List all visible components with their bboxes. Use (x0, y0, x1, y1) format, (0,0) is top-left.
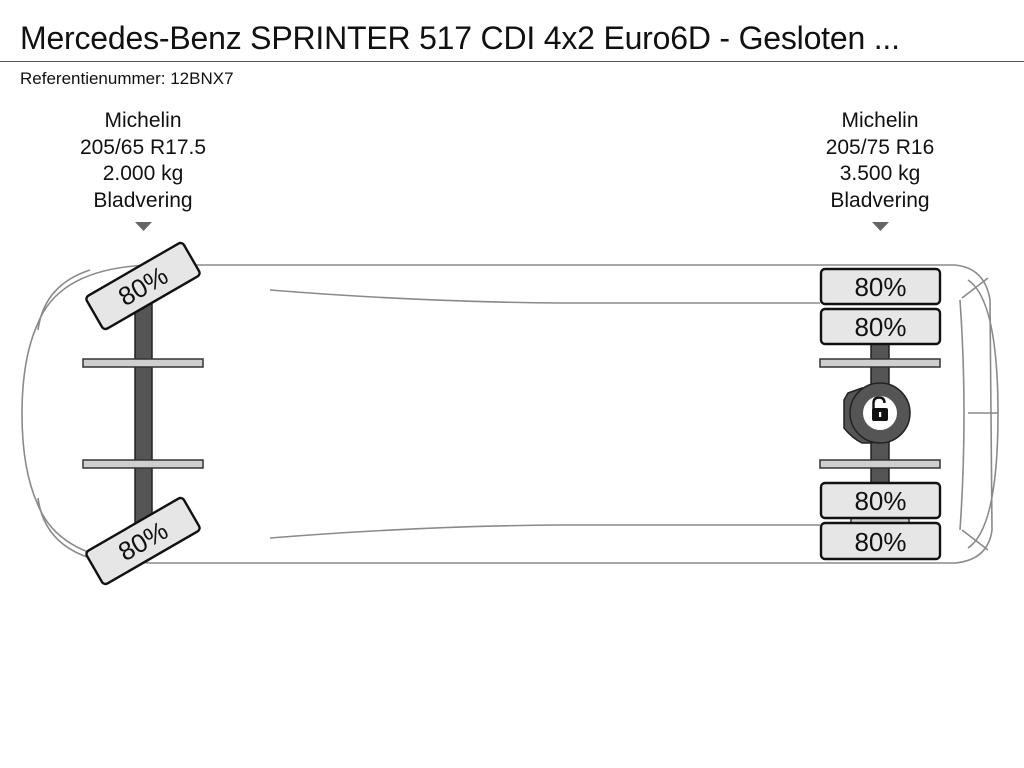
van-body-outline (21, 264, 999, 564)
rear-left-inner-tire-tread: 80% (854, 312, 906, 342)
front-leaf-spring-right (82, 459, 204, 469)
unlocked-padlock-icon (863, 396, 897, 430)
rear-leaf-spring-right (819, 459, 941, 469)
rear-right-outer-tire: 80% (819, 521, 942, 561)
rear-left-outer-tire: 80% (819, 267, 942, 306)
rear-left-outer-tire-tread: 80% (854, 272, 906, 302)
front-right-tire: 80% (85, 496, 201, 586)
rear-leaf-spring-left (819, 358, 941, 368)
title-divider (0, 61, 1024, 62)
rear-axle-marker-icon (872, 222, 889, 231)
front-axle-suspension: Bladvering (93, 188, 193, 212)
front-axle-marker-icon (135, 222, 152, 231)
front-axle-brand: Michelin (104, 109, 182, 132)
front-axle-tire-size: 205/65 R17.5 (79, 135, 207, 159)
rear-axle-load: 3.500 kg (839, 162, 921, 185)
rear-axle-info: Michelin 205/75 R16 3.500 kg Bladvering (790, 108, 970, 214)
rear-right-outer-tire-tread: 80% (854, 527, 906, 557)
rear-axle-suspension: Bladvering (830, 188, 930, 212)
front-leaf-spring-left (82, 358, 204, 368)
front-axle-shaft (134, 289, 153, 546)
rear-left-inner-tire: 80% (819, 307, 942, 346)
front-axle (82, 289, 204, 546)
page-title: Mercedes-Benz SPRINTER 517 CDI 4x2 Euro6… (20, 20, 900, 56)
rear-axle-brand: Michelin (841, 109, 919, 132)
front-axle-info: Michelin 205/65 R17.5 2.000 kg Bladverin… (53, 108, 233, 214)
front-axle-load: 2.000 kg (102, 162, 184, 185)
reference-number: Referentienummer: 12BNX7 (20, 69, 234, 88)
rear-right-inner-tire-tread: 80% (854, 486, 906, 516)
rear-right-inner-tire: 80% (819, 481, 942, 520)
rear-axle-tire-size: 205/75 R16 (825, 135, 935, 159)
